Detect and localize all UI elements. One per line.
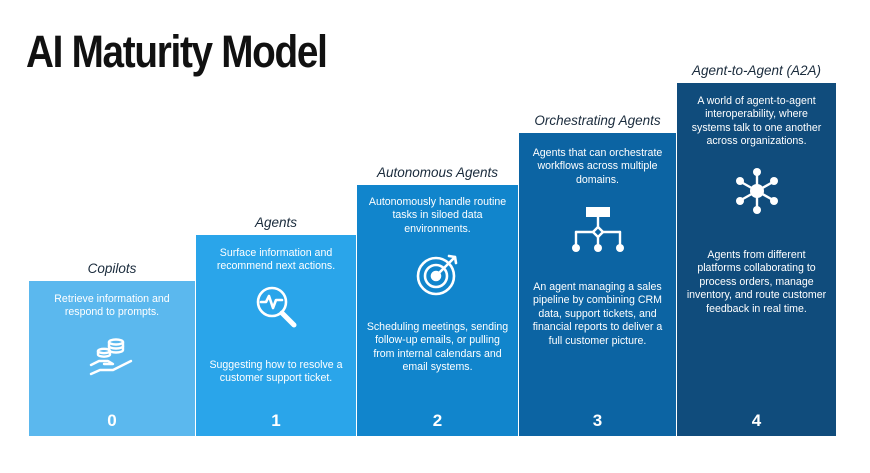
magnifier-pulse-icon xyxy=(252,283,300,336)
page-title: AI Maturity Model xyxy=(26,26,328,77)
step-number: 2 xyxy=(432,411,443,430)
step-label: Agents xyxy=(254,215,298,230)
step-description: Retrieve information and respond to prom… xyxy=(54,293,170,319)
maturity-step-1: Agents Surface information and recommend… xyxy=(196,215,356,436)
step-label: Agent-to-Agent (A2A) xyxy=(691,63,822,78)
step-label: Copilots xyxy=(87,261,137,276)
step-number: 0 xyxy=(107,411,117,430)
step-description: Agents that can orchestrate workflows ac… xyxy=(532,147,663,186)
maturity-step-0: Copilots Retrieve information and respon… xyxy=(29,261,195,436)
step-description: Autonomously handle routine tasks in sil… xyxy=(368,196,507,235)
step-label: Autonomous Agents xyxy=(376,165,499,180)
step-example: Scheduling meetings, sending follow-up e… xyxy=(366,321,509,374)
network-hub-icon xyxy=(733,167,781,220)
target-arrow-icon xyxy=(415,251,461,302)
workflow-icon xyxy=(570,205,626,262)
step-example: Agents from different platforms collabor… xyxy=(686,249,827,315)
step-number: 3 xyxy=(592,411,603,430)
maturity-step-4: Agent-to-Agent (A2A) A world of agent-to… xyxy=(677,63,836,436)
step-label: Orchestrating Agents xyxy=(534,113,661,128)
step-number: 1 xyxy=(271,411,281,430)
step-example: Suggesting how to resolve a customer sup… xyxy=(209,359,343,385)
step-number: 4 xyxy=(751,411,762,430)
step-description: Surface information and recommend next a… xyxy=(216,247,336,273)
hand-coins-icon xyxy=(89,337,135,382)
step-example: An agent managing a sales pipeline by co… xyxy=(532,281,663,347)
step-description: A world of agent-to-agent interoperabili… xyxy=(691,95,822,148)
maturity-step-3: Orchestrating Agents Agents that can orc… xyxy=(519,113,676,436)
maturity-step-2: Autonomous Agents Autonomously handle ro… xyxy=(357,165,518,436)
